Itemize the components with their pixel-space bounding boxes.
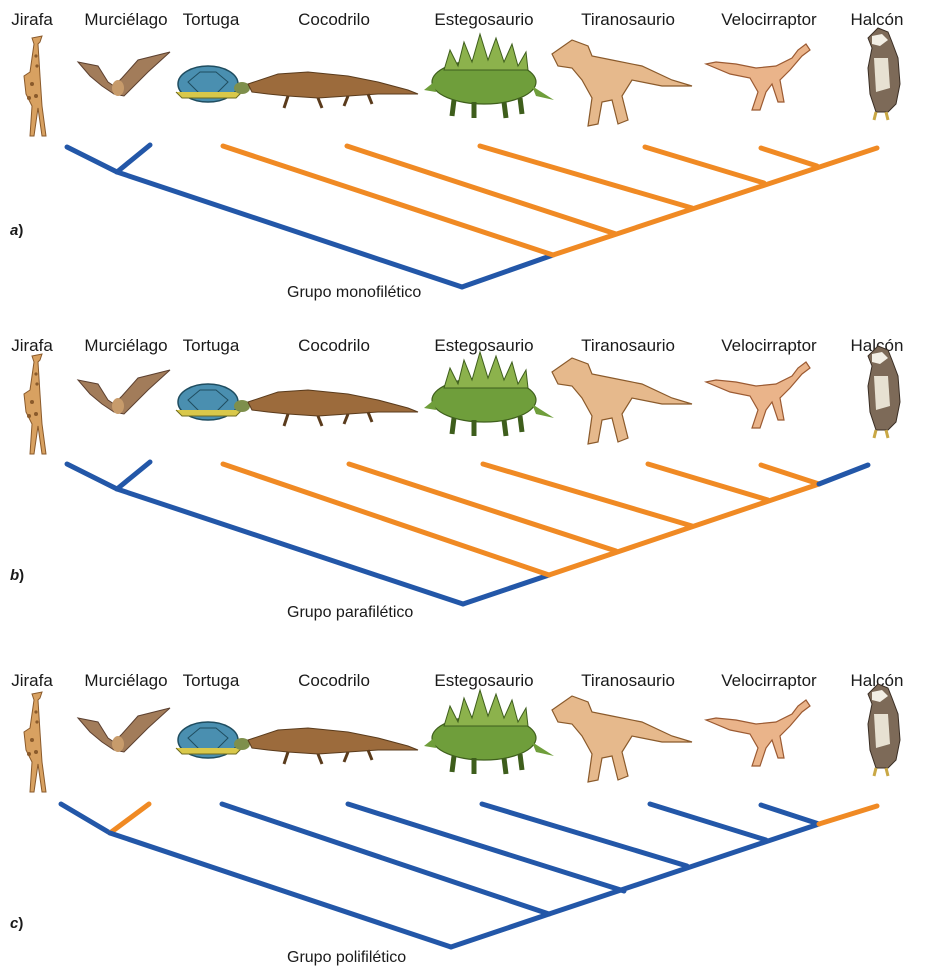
- taxon-label: Jirafa: [11, 671, 53, 690]
- branch-velociraptor: [761, 465, 819, 484]
- taxon-label: Jirafa: [11, 336, 53, 355]
- taxon-label: Murciélago: [84, 671, 167, 690]
- hawk-icon: [868, 28, 900, 120]
- taxon-labels-c: Jirafa Murciélago Tortuga Cocodrilo Este…: [11, 671, 903, 690]
- panel-letter-c: c): [10, 915, 23, 932]
- hawk-icon: [868, 346, 900, 438]
- giraffe-icon: [24, 692, 46, 792]
- taxon-label: Murciélago: [84, 10, 167, 29]
- branch-bat: [110, 804, 149, 833]
- branch-velociraptor: [761, 148, 817, 166]
- branch-root-right: [462, 255, 553, 287]
- crocodile-icon: [248, 72, 418, 108]
- animal-illustrations-c: [24, 684, 900, 792]
- branch-crocodile: [348, 804, 624, 891]
- taxon-label: Cocodrilo: [298, 336, 370, 355]
- branch-giraffe: [67, 464, 117, 489]
- animal-illustrations-a: [24, 28, 900, 136]
- taxon-label: Halcón: [851, 10, 904, 29]
- stegosaurus-icon: [424, 690, 554, 774]
- branch-bat: [117, 462, 150, 489]
- taxon-label: Tortuga: [183, 671, 240, 690]
- panel-caption-c: Grupo polifilético: [287, 949, 406, 966]
- taxon-label: Tortuga: [183, 10, 240, 29]
- taxon-label: Velocirraptor: [721, 671, 817, 690]
- branch-hawk-spine: [553, 148, 877, 255]
- tyrannosaurus-icon: [552, 40, 692, 126]
- taxon-label: Estegosaurio: [434, 336, 533, 355]
- bat-icon: [78, 370, 170, 414]
- taxon-label: Cocodrilo: [298, 10, 370, 29]
- cladogram-branches-a: [67, 145, 877, 287]
- panel-a: Jirafa Murciélago Tortuga Cocodrilo Este…: [10, 10, 903, 301]
- taxon-label: Jirafa: [11, 10, 53, 29]
- stegosaurus-icon: [424, 34, 554, 118]
- taxon-label: Cocodrilo: [298, 671, 370, 690]
- cladogram-branches-c: [61, 804, 877, 947]
- branch-turtle: [223, 464, 549, 575]
- velociraptor-icon: [706, 700, 810, 766]
- branch-bat: [117, 145, 150, 172]
- crocodile-icon: [248, 390, 418, 426]
- taxon-label: Velocirraptor: [721, 10, 817, 29]
- branch-giraffe: [61, 804, 110, 833]
- branch-root-right: [463, 575, 549, 604]
- panel-caption-a: Grupo monofilético: [287, 284, 421, 301]
- panel-caption-b: Grupo parafilético: [287, 604, 413, 621]
- taxon-label: Tortuga: [183, 336, 240, 355]
- taxon-label: Estegosaurio: [434, 10, 533, 29]
- taxon-label: Tiranosaurio: [581, 671, 675, 690]
- branch-tyrannosaurus: [650, 804, 766, 840]
- hawk-icon: [868, 684, 900, 776]
- velociraptor-icon: [706, 362, 810, 428]
- branch-crocodile: [349, 464, 616, 551]
- branch-tyrannosaurus: [648, 464, 768, 500]
- branch-mammals-stem: [110, 833, 451, 947]
- branch-mammals-stem: [117, 489, 463, 604]
- tyrannosaurus-icon: [552, 696, 692, 782]
- branch-mammals-stem: [117, 172, 462, 287]
- branch-root-right: [451, 914, 549, 947]
- branch-turtle: [222, 804, 549, 914]
- panel-letter-a: a): [10, 222, 23, 239]
- taxon-label: Tiranosaurio: [581, 10, 675, 29]
- turtle-icon: [176, 66, 250, 102]
- taxon-labels-b: Jirafa Murciélago Tortuga Cocodrilo Este…: [11, 336, 903, 355]
- taxon-label: Velocirraptor: [721, 336, 817, 355]
- cladogram-branches-b: [67, 462, 868, 604]
- giraffe-icon: [24, 354, 46, 454]
- taxon-label: Tiranosaurio: [581, 336, 675, 355]
- panel-letter-b: b): [10, 567, 24, 584]
- taxon-labels-a: Jirafa Murciélago Tortuga Cocodrilo Este…: [11, 10, 903, 29]
- branch-giraffe: [67, 147, 117, 172]
- panel-b: Jirafa Murciélago Tortuga Cocodrilo Este…: [10, 336, 903, 621]
- animal-illustrations-b: [24, 346, 900, 454]
- taxon-label: Estegosaurio: [434, 671, 533, 690]
- giraffe-icon: [24, 36, 46, 136]
- turtle-icon: [176, 384, 250, 420]
- crocodile-icon: [248, 728, 418, 764]
- branch-turtle: [223, 146, 553, 255]
- bat-icon: [78, 52, 170, 96]
- branch-crocodile: [347, 146, 616, 234]
- tyrannosaurus-icon: [552, 358, 692, 444]
- bat-icon: [78, 708, 170, 752]
- stegosaurus-icon: [424, 352, 554, 436]
- branch-hawk: [819, 465, 868, 484]
- velociraptor-icon: [706, 44, 810, 110]
- branch-velociraptor: [761, 805, 819, 824]
- branch-hawk: [819, 806, 877, 824]
- panel-c: Jirafa Murciélago Tortuga Cocodrilo Este…: [10, 671, 903, 966]
- taxon-label: Murciélago: [84, 336, 167, 355]
- turtle-icon: [176, 722, 250, 758]
- branch-tyrannosaurus: [645, 147, 764, 183]
